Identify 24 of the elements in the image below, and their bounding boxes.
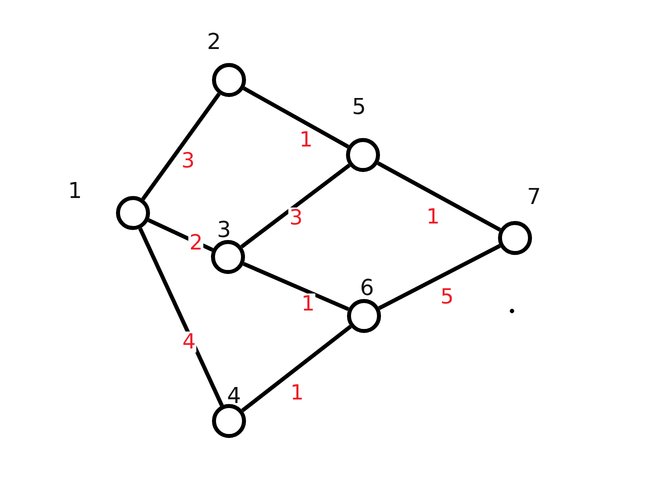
- connector-line: [240, 164, 351, 248]
- node-number: 5: [352, 97, 366, 119]
- node-circle: [212, 63, 246, 97]
- node-circle: [346, 138, 380, 172]
- node-circle: [347, 299, 381, 333]
- node-circle: [212, 404, 246, 438]
- connector-line: [242, 262, 350, 312]
- edge-weight: 4: [181, 332, 197, 352]
- connector-line: [138, 228, 224, 406]
- connector-line: [241, 324, 352, 412]
- node-number: 4: [227, 386, 241, 408]
- connector-line: [141, 92, 221, 200]
- connector-line: [376, 161, 502, 232]
- node-number: 3: [217, 220, 231, 242]
- connector-line: [148, 218, 214, 252]
- node-circle: [498, 221, 532, 255]
- node-circle: [116, 196, 150, 230]
- node-number: 1: [68, 181, 82, 203]
- node-number: 2: [207, 32, 221, 54]
- node-circle: [211, 240, 245, 274]
- node-number: 7: [527, 187, 541, 209]
- node-number: 6: [360, 278, 374, 300]
- connector-line: [242, 86, 350, 148]
- connector-line: [378, 244, 501, 310]
